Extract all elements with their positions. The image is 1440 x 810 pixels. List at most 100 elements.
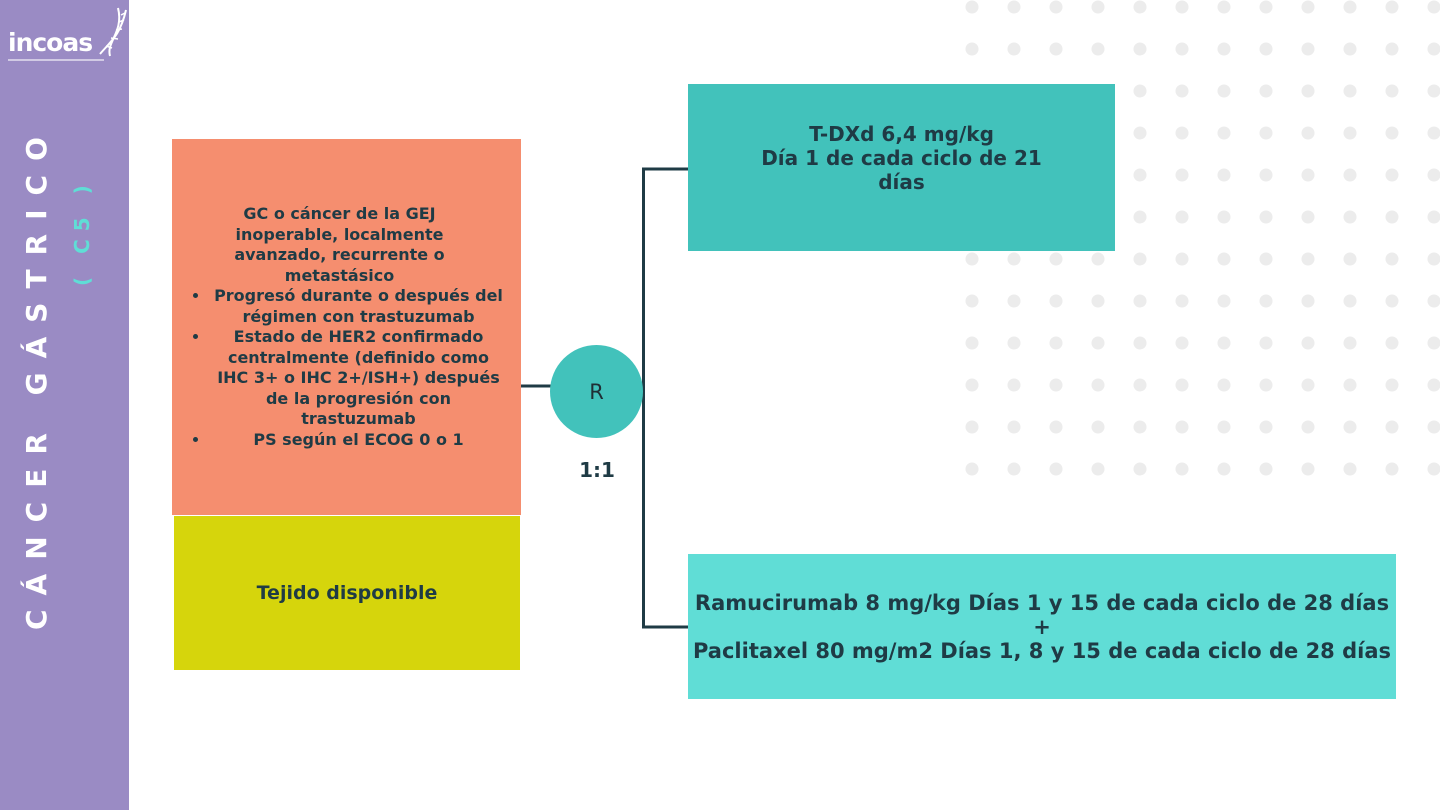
grid-dot <box>1007 0 1021 14</box>
grid-dot <box>1385 252 1399 266</box>
grid-dot <box>1217 42 1231 56</box>
grid-dot <box>965 462 979 476</box>
dna-icon <box>99 7 127 57</box>
grid-dot <box>1049 420 1063 434</box>
grid-dot <box>1133 294 1147 308</box>
grid-dot <box>1217 378 1231 392</box>
criteria-bullet-list: Progresó durante o después del régimen c… <box>192 286 507 450</box>
grid-dot <box>1343 336 1357 350</box>
grid-dot <box>965 252 979 266</box>
grid-dot <box>1427 336 1440 350</box>
grid-dot <box>1301 168 1315 182</box>
grid-dot <box>1343 126 1357 140</box>
arm-b-drug-1: Ramucirumab 8 mg/kg Días 1 y 15 de cada … <box>694 590 1390 615</box>
grid-dot <box>1175 378 1189 392</box>
grid-dot <box>1427 420 1440 434</box>
grid-dot <box>1133 420 1147 434</box>
grid-dot <box>1217 168 1231 182</box>
grid-dot <box>1301 420 1315 434</box>
grid-dot <box>965 0 979 14</box>
grid-dot <box>1259 252 1273 266</box>
grid-dot <box>965 336 979 350</box>
criteria-bullet: PS según el ECOG 0 o 1 <box>210 430 507 451</box>
grid-dot <box>1259 42 1273 56</box>
grid-dot <box>1175 42 1189 56</box>
grid-dot <box>1301 0 1315 14</box>
grid-dot <box>1343 210 1357 224</box>
grid-dot <box>1175 294 1189 308</box>
logo-text: incoas <box>8 28 93 57</box>
grid-dot <box>1133 462 1147 476</box>
grid-dot <box>1343 462 1357 476</box>
grid-dot <box>965 378 979 392</box>
grid-dot <box>1343 42 1357 56</box>
grid-dot <box>1049 336 1063 350</box>
grid-dot <box>1133 168 1147 182</box>
grid-dot <box>1385 42 1399 56</box>
grid-dot <box>1133 126 1147 140</box>
grid-dot <box>1427 378 1440 392</box>
grid-dot <box>1301 252 1315 266</box>
grid-dot <box>1175 420 1189 434</box>
grid-dot <box>965 420 979 434</box>
grid-dot <box>1133 210 1147 224</box>
grid-dot <box>1343 378 1357 392</box>
grid-dot <box>1259 210 1273 224</box>
grid-dot <box>1091 252 1105 266</box>
grid-dot <box>1385 378 1399 392</box>
grid-dot <box>1091 462 1105 476</box>
grid-dot <box>1175 84 1189 98</box>
grid-dot <box>1049 42 1063 56</box>
grid-dot <box>1133 0 1147 14</box>
grid-dot <box>1007 420 1021 434</box>
grid-dot <box>1427 42 1440 56</box>
grid-dot <box>1049 462 1063 476</box>
arm-b-box: Ramucirumab 8 mg/kg Días 1 y 15 de cada … <box>688 554 1396 699</box>
grid-dot <box>1217 336 1231 350</box>
grid-dot <box>1133 252 1147 266</box>
grid-dot <box>1217 420 1231 434</box>
grid-dot <box>1427 294 1440 308</box>
grid-dot <box>965 42 979 56</box>
grid-dot <box>1091 42 1105 56</box>
randomization-node: R <box>550 345 643 438</box>
grid-dot <box>1259 126 1273 140</box>
grid-dot <box>1133 84 1147 98</box>
grid-dot <box>1301 378 1315 392</box>
grid-dot <box>1259 378 1273 392</box>
grid-dot <box>1217 126 1231 140</box>
grid-dot <box>1343 420 1357 434</box>
tissue-label: Tejido disponible <box>256 582 438 604</box>
grid-dot <box>1385 168 1399 182</box>
grid-dot <box>1427 252 1440 266</box>
grid-dot <box>1301 294 1315 308</box>
grid-dot <box>1427 462 1440 476</box>
grid-dot <box>1259 294 1273 308</box>
grid-dot <box>1343 294 1357 308</box>
grid-dot <box>1217 462 1231 476</box>
grid-dot <box>1217 294 1231 308</box>
randomization-ratio: 1:1 <box>579 458 615 482</box>
grid-dot <box>1217 84 1231 98</box>
grid-dot <box>1091 336 1105 350</box>
incoas-logo[interactable]: incoas <box>8 6 128 66</box>
grid-dot <box>1301 126 1315 140</box>
arm-b-plus: + <box>1033 614 1051 639</box>
randomization-label: R <box>589 379 604 404</box>
grid-dot <box>1343 168 1357 182</box>
criteria-bullet: Estado de HER2 confirmado centralmente (… <box>210 327 507 430</box>
grid-dot <box>1385 294 1399 308</box>
grid-dot <box>1133 378 1147 392</box>
grid-dot <box>1385 420 1399 434</box>
grid-dot <box>1259 0 1273 14</box>
tissue-available-box: Tejido disponible <box>174 516 520 670</box>
grid-dot <box>1175 462 1189 476</box>
grid-dot <box>1427 210 1440 224</box>
grid-dot <box>1259 336 1273 350</box>
grid-dot <box>1133 42 1147 56</box>
grid-dot <box>1133 336 1147 350</box>
grid-dot <box>1301 462 1315 476</box>
grid-dot <box>1385 84 1399 98</box>
grid-dot <box>1175 210 1189 224</box>
grid-dot <box>1049 252 1063 266</box>
